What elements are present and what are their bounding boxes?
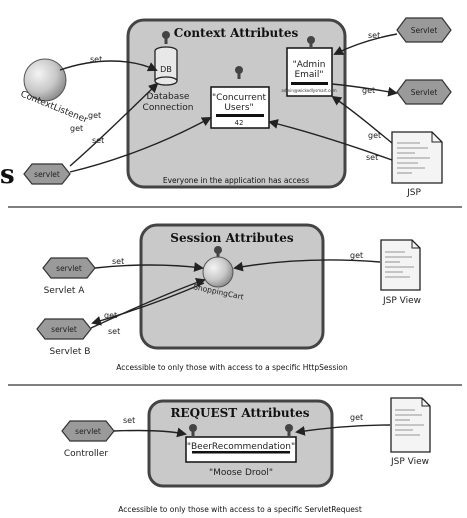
request-jsp-label: JSP View — [390, 457, 429, 467]
request-arrows — [113, 424, 391, 438]
arrow-label: get — [362, 86, 375, 95]
beer-recommendation-card: "BeerRecommendation" "Moose Drool" — [185, 424, 297, 478]
database-icon: DB — [154, 31, 178, 86]
shopping-cart-icon — [202, 246, 234, 288]
arrow-label: get — [70, 124, 83, 133]
context-arrows — [59, 33, 398, 173]
arrow-label: get — [368, 131, 381, 140]
arrow-label: get — [104, 311, 117, 320]
context-arrow-labels: set set get get set get get set — [70, 31, 381, 162]
context-servlet-left-label: servlet — [34, 170, 60, 179]
session-title: Session Attributes — [170, 231, 294, 245]
session-servlet-b: servlet Servlet B — [36, 318, 92, 357]
arrow-label: get — [350, 413, 363, 422]
session-arrows — [90, 259, 381, 329]
edge-fragment: s — [0, 160, 15, 190]
arrow-label: get — [350, 251, 363, 260]
context-caption: Everyone in the application has access — [163, 176, 309, 185]
request-panel: REQUEST Attributes "BeerRecommendation" … — [118, 399, 362, 514]
admin-email-card: "Admin Email" admin@wickedlysmart.com — [281, 36, 337, 97]
arrow-label: set — [90, 55, 102, 64]
arrow-label: set — [112, 257, 124, 266]
arrow-label: set — [123, 416, 135, 425]
admin-line-1: "Admin — [293, 60, 326, 70]
request-title: REQUEST Attributes — [170, 406, 309, 420]
request-caption: Accessible to only those with access to … — [118, 505, 362, 514]
request-line-1: "BeerRecommendation" — [187, 442, 295, 452]
session-servlet-a: servlet Servlet A — [42, 257, 96, 296]
arrow-label: set — [108, 327, 120, 336]
session-caption: Accessible to only those with access to … — [116, 363, 348, 372]
context-panel: Context Attributes DB Database Connectio… — [126, 18, 347, 189]
request-jsp-icon: JSP View — [390, 397, 431, 467]
servlet-b-shape: servlet — [51, 325, 77, 334]
arrow-label: set — [366, 153, 378, 162]
context-title: Context Attributes — [174, 26, 299, 40]
session-jsp-label: JSP View — [382, 296, 421, 306]
request-arrow-labels: set get — [123, 413, 363, 425]
servlet-a-label: Servlet A — [44, 286, 86, 296]
concurrent-line-2: Users" — [224, 103, 253, 113]
context-jsp-label: JSP — [406, 188, 421, 198]
admin-value: admin@wickedlysmart.com — [281, 88, 336, 93]
context-servlet-mid-label: Servlet — [411, 88, 438, 97]
servlet-a-shape: servlet — [56, 264, 82, 273]
concurrent-line-1: "Concurrent — [212, 93, 267, 103]
request-line-2: "Moose Drool" — [209, 468, 273, 478]
concurrent-value: 42 — [235, 119, 244, 127]
session-panel: Session Attributes ShoppingCart Accessib… — [116, 223, 348, 372]
context-servlet-left: servlet — [23, 163, 71, 185]
context-jsp-icon: JSP — [391, 131, 443, 198]
db-label: DB — [160, 65, 172, 74]
request-servlet: servlet Controller — [61, 420, 115, 459]
context-servlet-mid-right: Servlet — [396, 79, 452, 105]
context-listener-icon: ContextListener — [19, 58, 89, 126]
arrow-label: get — [88, 111, 101, 120]
request-servlet-shape: servlet — [75, 427, 101, 436]
arrow-label: set — [92, 136, 104, 145]
controller-label: Controller — [64, 449, 109, 459]
servlet-b-label: Servlet B — [50, 347, 91, 357]
session-jsp-icon: JSP View — [380, 239, 421, 306]
context-servlet-top-label: Servlet — [411, 26, 438, 35]
arrow-label: set — [368, 31, 380, 40]
db-caption-1: Database — [147, 92, 190, 102]
admin-line-2: Email" — [294, 70, 323, 80]
session-box — [139, 223, 325, 350]
db-caption-2: Connection — [143, 103, 194, 113]
session-arrow-labels: set get set get — [104, 251, 363, 336]
concurrent-users-card: "Concurrent Users" 42 — [210, 66, 270, 129]
context-servlet-top-right: Servlet — [396, 17, 452, 43]
